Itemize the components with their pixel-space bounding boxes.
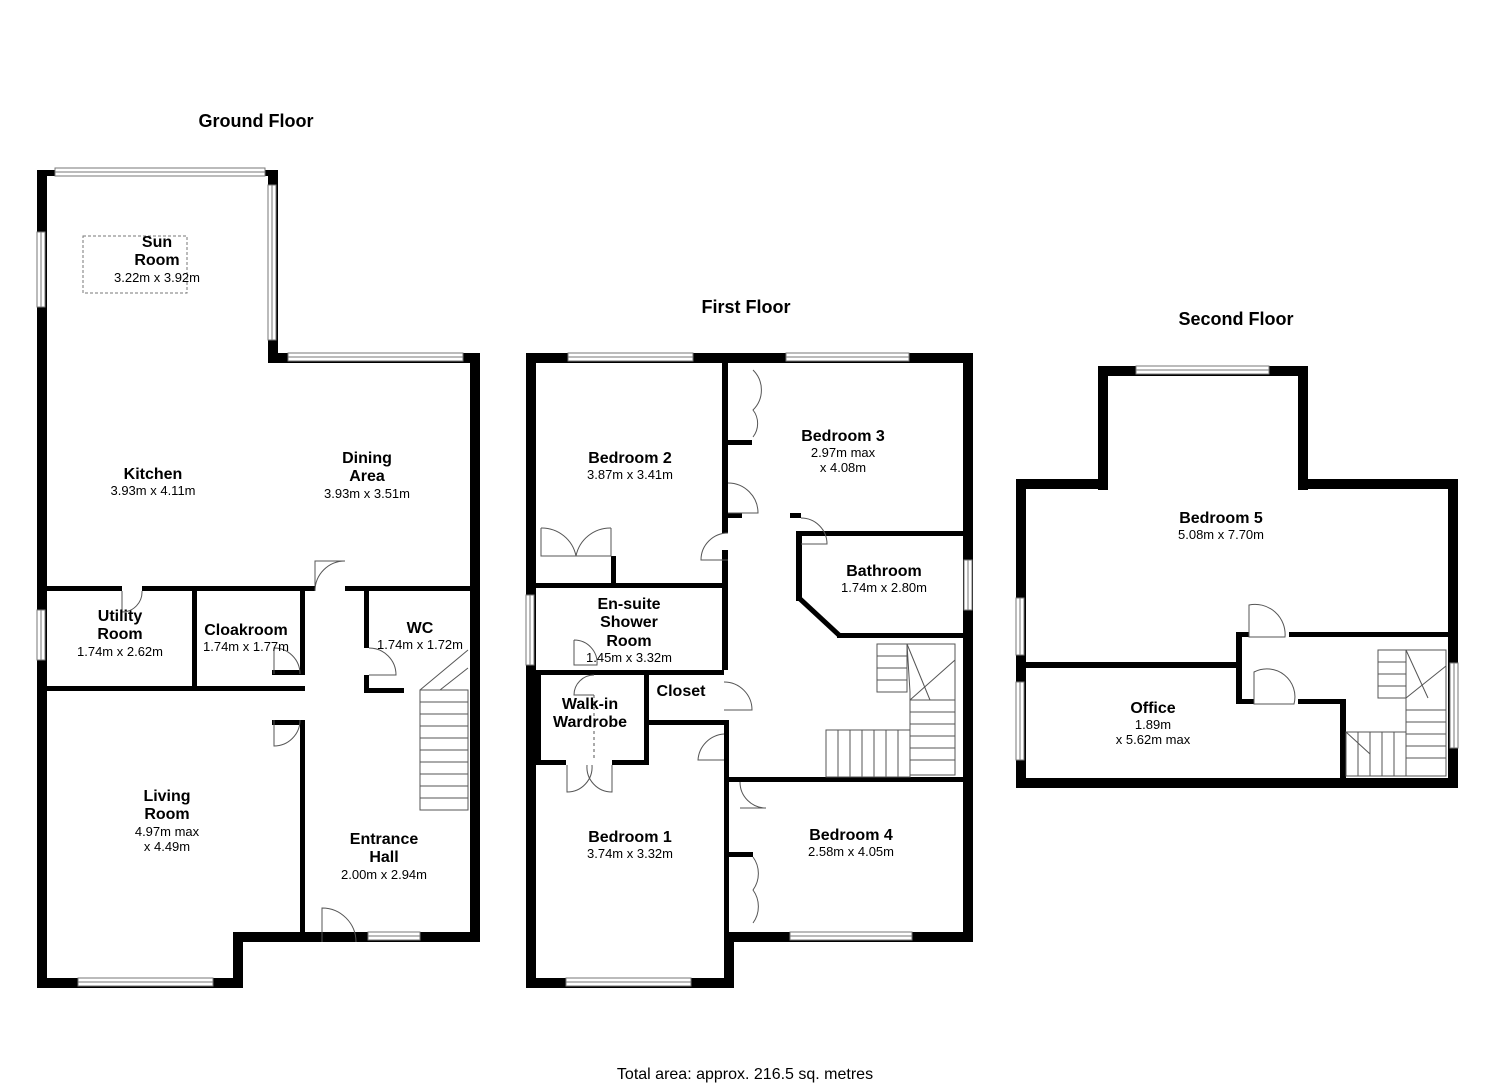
room-name: Room: [97, 626, 143, 644]
room-label-bedroom-2: Bedroom 2 3.87m x 3.41m: [587, 450, 673, 483]
room-name: Bathroom: [846, 563, 922, 580]
ground-floor-plan: [36, 167, 480, 988]
room-label-bedroom-4: Bedroom 4 2.58m x 4.05m: [808, 827, 894, 860]
room-name: Sun: [141, 234, 173, 251]
second-floor-interior-walls: [1026, 632, 1448, 778]
room-name: En-suite: [597, 596, 661, 613]
room-label-bedroom-1: Bedroom 1 3.74m x 3.32m: [587, 829, 673, 862]
room-name: Dining: [342, 450, 392, 467]
room-name: Closet: [656, 683, 706, 700]
room-name: Area: [349, 468, 385, 486]
room-label-sun-room: Sun Room 3.22m x 3.92m: [114, 234, 200, 286]
room-label-office: Office 1.89m x 5.62m max: [1116, 700, 1190, 748]
first-floor-plan: [525, 352, 973, 988]
second-floor-outer-walls: [1016, 366, 1458, 788]
ground-floor-windows: [36, 167, 464, 987]
room-label-utility-room: Utility Room 1.74m x 2.62m: [77, 608, 163, 660]
room-label-bedroom-3: Bedroom 3 2.97m max x 4.08m: [801, 428, 885, 476]
room-name: Bedroom 5: [1179, 510, 1263, 527]
room-dimensions: 1.89m: [1134, 717, 1172, 733]
room-label-walk-in-wardrobe: Walk-in Wardrobe: [553, 696, 627, 733]
room-dimensions: 3.93m x 4.11m: [110, 483, 196, 499]
room-name: Room: [144, 806, 190, 824]
room-name: Cloakroom: [204, 622, 288, 639]
room-dimensions: x 5.62m max: [1115, 732, 1191, 748]
second-floor-plan: [1015, 365, 1459, 788]
floor-title-second: Second Floor: [1178, 309, 1294, 329]
room-name: Bedroom 4: [809, 827, 893, 844]
ground-floor-interior-walls: [47, 586, 470, 932]
floor-title-first: First Floor: [701, 297, 791, 317]
room-dimensions: x 4.08m: [819, 460, 867, 476]
first-floor-windows: [525, 352, 973, 987]
second-floor-windows: [1015, 365, 1459, 761]
room-label-closet: Closet: [657, 683, 706, 701]
room-name: Room: [134, 252, 180, 270]
room-name: Kitchen: [123, 466, 183, 483]
room-name: Living: [143, 788, 191, 805]
floor-title-ground: Ground Floor: [198, 111, 314, 131]
room-name: Entrance: [349, 831, 419, 848]
room-label-entrance-hall: Entrance Hall 2.00m x 2.94m: [341, 831, 427, 883]
room-name: Wardrobe: [552, 714, 628, 732]
ground-floor-stairs: [419, 649, 469, 811]
room-name: Bedroom 3: [801, 428, 885, 445]
first-floor-angled-wall: [797, 596, 842, 638]
room-dimensions: 1.74m x 2.62m: [77, 643, 163, 659]
room-label-bathroom: Bathroom 1.74m x 2.80m: [841, 563, 927, 596]
room-label-dining-area: Dining Area 3.93m x 3.51m: [324, 450, 410, 502]
room-dimensions: 3.22m x 3.92m: [114, 269, 200, 285]
room-name: Bedroom 2: [588, 450, 672, 467]
second-floor-stairs: [1345, 649, 1447, 777]
room-dimensions: 4.97m max: [134, 823, 200, 839]
second-floor-doors: [1248, 603, 1296, 705]
room-label-kitchen: Kitchen 3.93m x 4.11m: [110, 466, 195, 499]
room-dimensions: 2.00m x 2.94m: [341, 866, 427, 882]
room-name: Walk-in: [561, 696, 619, 713]
total-area-caption: Total area: approx. 216.5 sq. metres: [616, 1066, 874, 1083]
room-name: Hall: [369, 849, 399, 867]
room-dimensions: 3.87m x 3.41m: [587, 467, 673, 483]
room-dimensions: 1.74m x 1.72m: [377, 637, 463, 653]
room-name: WC: [406, 620, 434, 637]
room-dimensions: x 4.49m: [143, 838, 191, 854]
room-name: Room: [606, 632, 652, 650]
room-label-bedroom-5: Bedroom 5 5.08m x 7.70m: [1178, 510, 1264, 543]
room-dimensions: 2.58m x 4.05m: [808, 844, 894, 860]
room-name: Utility: [97, 608, 143, 625]
first-floor-interior-walls: [536, 363, 964, 932]
first-floor-stairs: [825, 643, 956, 778]
room-dimensions: 3.74m x 3.32m: [587, 846, 673, 862]
room-name: Office: [1130, 700, 1176, 717]
room-dimensions: 5.08m x 7.70m: [1178, 527, 1264, 543]
room-label-living-room: Living Room 4.97m max x 4.49m: [135, 788, 199, 855]
first-floor-doors: [540, 369, 828, 924]
room-name: Shower: [600, 614, 658, 632]
ground-floor-doors: [82, 235, 397, 943]
room-dimensions: 1.74m x 2.80m: [841, 580, 927, 596]
room-dimensions: 2.97m max: [810, 445, 876, 461]
room-name: Bedroom 1: [588, 829, 672, 846]
room-label-ensuite-shower-room: En-suite Shower Room 1.45m x 3.32m: [586, 596, 672, 666]
room-label-wc: WC 1.74m x 1.72m: [377, 620, 463, 653]
room-dimensions: 1.74m x 1.77m: [203, 639, 289, 655]
room-label-cloakroom: Cloakroom 1.74m x 1.77m: [203, 622, 289, 655]
room-dimensions: 1.45m x 3.32m: [586, 650, 672, 666]
room-dimensions: 3.93m x 3.51m: [324, 485, 410, 501]
